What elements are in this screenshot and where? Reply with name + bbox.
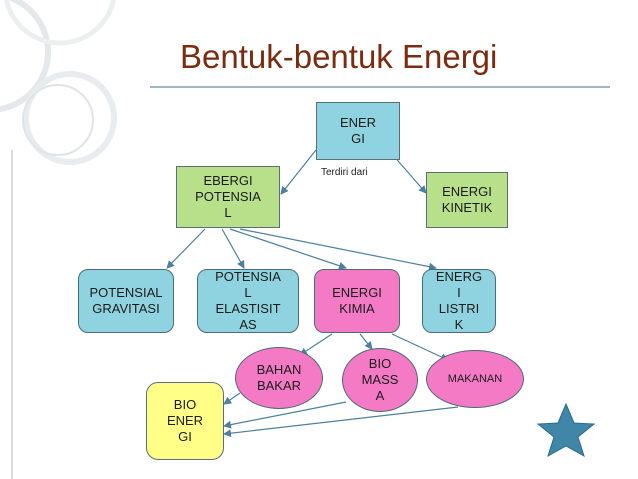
connector-potensial-gravitasi xyxy=(166,228,206,269)
decorative-circle-small xyxy=(23,71,117,165)
star-icon xyxy=(536,402,596,458)
decorative-circle-large xyxy=(0,0,51,113)
node-bahan-bakar: BAHAN BAKAR xyxy=(235,347,323,409)
connector-biomassa-bioenergi xyxy=(223,401,347,429)
decorative-circles xyxy=(0,0,117,165)
connector-kimia-biomassa xyxy=(359,333,373,350)
node-energi: ENER GI xyxy=(316,102,400,160)
node-bioenergi: BIO ENER GI xyxy=(146,382,224,460)
connectors xyxy=(166,149,459,438)
page-title: Bentuk-bentuk Energi xyxy=(180,38,498,75)
node-makanan: MAKANAN xyxy=(426,350,524,408)
connector-kimia-makanan xyxy=(391,333,449,361)
connector-potensial-kimia xyxy=(229,228,347,270)
connector-kimia-bahan-bakar xyxy=(299,333,333,356)
decorative-circle-mid xyxy=(3,0,117,46)
node-potensial-elastisitas: POTENSIA L ELASTISIT AS xyxy=(197,269,299,333)
node-energi-listrik: ENERG I LISTRI K xyxy=(422,269,496,333)
node-potensial-gravitasi: POTENSIAL GRAVITASI xyxy=(78,269,174,333)
title-underline xyxy=(150,86,610,88)
connector-bahan-bakar-bioenergi xyxy=(223,392,241,405)
node-energi-kimia: ENERGI KIMIA xyxy=(314,269,400,333)
connector-makanan-bioenergi xyxy=(223,406,459,438)
connector-energi-potensial xyxy=(280,149,317,195)
node-energi-kinetik: ENERGI KINETIK xyxy=(426,172,508,228)
node-biomassa: BIO MASS A xyxy=(342,348,418,412)
connector-potensial-listrik xyxy=(239,228,437,271)
decorative-circle-ring xyxy=(22,84,94,156)
connector-energi-kinetik xyxy=(391,153,427,194)
edge-label-terdiri-dari: Terdiri dari xyxy=(321,167,368,178)
node-energi-potensial: EBERGI POTENSIA L xyxy=(176,166,280,228)
connector-potensial-elastis xyxy=(221,228,245,269)
